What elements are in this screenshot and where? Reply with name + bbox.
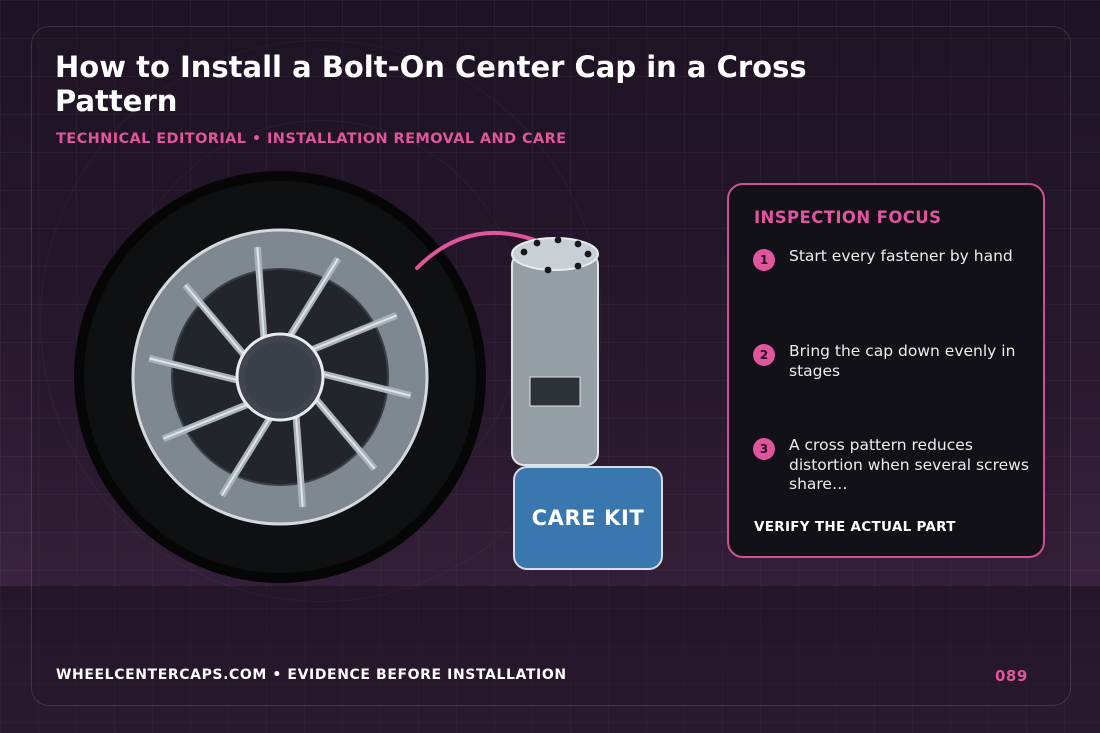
step-number-badge: 2 (753, 344, 775, 366)
wheel-spoke-highlight (184, 284, 245, 356)
step-number-badge: 3 (753, 438, 775, 460)
wheel-spoke-highlight (149, 357, 239, 382)
inspection-panel: INSPECTION FOCUS 1 Start every fastener … (727, 183, 1045, 558)
wheel-spoke-highlight (221, 417, 272, 497)
care-kit-box: CARE KIT (513, 466, 663, 570)
page-subtitle: TECHNICAL EDITORIAL • INSTALLATION REMOV… (56, 131, 567, 147)
panel-footer-note: VERIFY THE ACTUAL PART (754, 519, 956, 535)
step-text: Start every fastener by hand (789, 247, 1013, 265)
page-number: 089 (995, 667, 1028, 685)
care-kit-label: CARE KIT (531, 506, 645, 530)
wheel-spokes (148, 246, 412, 508)
wheel-spoke-highlight (288, 257, 339, 337)
panel-title: INSPECTION FOCUS (754, 208, 942, 227)
wheel-spoke-highlight (162, 403, 249, 440)
floor-band (0, 586, 1100, 733)
page-title: How to Install a Bolt-On Center Cap in a… (55, 50, 807, 118)
wheel-tire-icon (74, 171, 486, 583)
footer-text: WHEELCENTERCAPS.COM • EVIDENCE BEFORE IN… (56, 667, 567, 683)
bottle-icon (511, 236, 599, 466)
step-number-badge: 1 (753, 249, 775, 271)
wheel-spoke-highlight (256, 246, 265, 339)
wheel-spoke-highlight (311, 314, 398, 351)
step-text: Bring the cap down evenly in stages (789, 342, 1016, 380)
step-text: A cross pattern reduces distortion when … (789, 436, 1029, 493)
decorative-ring (40, 40, 602, 602)
wheel-spoke-highlight (321, 372, 411, 397)
wheel-spoke-highlight (315, 398, 376, 470)
wheel-spoke-highlight (295, 415, 304, 508)
arc-arrow-icon (415, 230, 542, 270)
